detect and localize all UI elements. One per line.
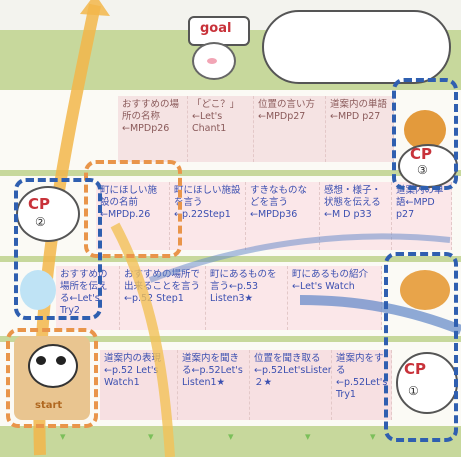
goal-star: [188, 16, 250, 46]
start-highlight: [6, 328, 98, 428]
square-r4-2-label: 道案内を聞きる←p.52Let's Listen1★: [182, 353, 243, 388]
cp-right-bottom-number: ①: [408, 384, 419, 398]
elephant-character: [20, 270, 56, 310]
cp-left-label: CP: [28, 195, 51, 213]
highlight-r2-first: [84, 160, 182, 258]
square-r4-3[interactable]: 位置を聞き取る←p.52Let'sListen２★: [250, 350, 332, 420]
down-arrow-icon: ▾: [228, 430, 234, 443]
square-top-2[interactable]: 「どこ？」←Let's Chant1: [188, 96, 254, 162]
square-r3-2[interactable]: おすすめの場所で出来ることを言う←p.52 Step1: [120, 266, 206, 330]
square-r2-3[interactable]: すきなものなどを言う←MPDp36: [246, 182, 320, 250]
monkey-character-2: [400, 270, 450, 310]
square-r2-2-label: 町にほしい施設を言う←p.22Step1: [174, 185, 241, 220]
square-r2-5-label: 道案内の単語←MPD p27: [396, 185, 444, 220]
square-r3-2-label: おすすめの場所で出来ることを言う←p.52 Step1: [124, 269, 201, 304]
square-r4-1[interactable]: 道案内の表現←p.52 Let's Watch1: [100, 350, 178, 420]
square-r3-4-label: 町にあるもの紹介←Let's Watch: [292, 269, 369, 292]
square-r2-3-label: すきなものなどを言う←MPDp36: [250, 185, 308, 220]
cp-left-highlight: [14, 178, 102, 320]
square-top-3[interactable]: 位置の言い方←MPDp27: [254, 96, 326, 162]
down-arrow-icon: ▾: [305, 430, 311, 443]
square-r4-1-label: 道案内の表現←p.52 Let's Watch1: [104, 353, 162, 388]
cp-right-bottom-label: CP: [404, 360, 427, 378]
square-top-4[interactable]: 道案内の単語←MPD p27: [326, 96, 394, 162]
square-r4-4[interactable]: 道案内をする←p.52Let's Try1: [332, 350, 392, 420]
square-top-1[interactable]: おすすめの場所の名称←MPDp26: [118, 96, 188, 162]
square-r4-3-label: 位置を聞き取る←p.52Let'sListen２★: [254, 353, 332, 388]
cp-left-number: ②: [35, 215, 46, 229]
rabbit-nose-icon: [207, 58, 217, 64]
panda-eye-right-icon: [56, 356, 66, 365]
square-r2-4-label: 感想・様子・状態を伝える←M D p33: [324, 185, 382, 220]
square-top-3-label: 位置の言い方←MPDp27: [258, 99, 316, 122]
square-r3-3[interactable]: 町にあるものを言う←p.53 Listen3★: [206, 266, 288, 330]
cp-right-top-number: ③: [417, 163, 428, 177]
cp-right-top-highlight: [392, 78, 458, 190]
cp-right-bottom-highlight: [384, 252, 458, 442]
square-r3-3-label: 町にあるものを言う←p.53 Listen3★: [210, 269, 277, 304]
start-label: start: [35, 400, 63, 411]
cp-right-bottom-bubble[interactable]: [396, 352, 458, 414]
panda-start-character: [28, 344, 78, 388]
cp-left-bubble[interactable]: [16, 186, 80, 242]
square-top-2-label: 「どこ？」←Let's Chant1: [192, 99, 240, 134]
square-top-1-label: おすすめの場所の名称←MPDp26: [122, 99, 180, 134]
square-r4-4-label: 道案内をする←p.52Let's Try1: [336, 353, 388, 400]
square-r2-5[interactable]: 道案内の単語←MPD p27: [392, 182, 452, 250]
goal-label: goal: [200, 21, 232, 36]
speech-bubble: [262, 10, 451, 84]
down-arrow-icon: ▾: [60, 430, 66, 443]
cp-right-top-label: CP: [410, 145, 433, 163]
down-arrow-icon: ▾: [148, 430, 154, 443]
square-r2-4[interactable]: 感想・様子・状態を伝える←M D p33: [320, 182, 392, 250]
square-top-4-label: 道案内の単語←MPD p27: [330, 99, 388, 122]
square-r4-2[interactable]: 道案内を聞きる←p.52Let's Listen1★: [178, 350, 250, 420]
monkey-character: [404, 110, 446, 150]
panda-eye-left-icon: [36, 356, 46, 365]
square-r2-1-label: 町にほしい施設の名前←MPDp.26: [100, 185, 158, 220]
down-arrow-icon: ▾: [370, 430, 376, 443]
square-r3-4[interactable]: 町にあるもの紹介←Let's Watch: [288, 266, 382, 330]
